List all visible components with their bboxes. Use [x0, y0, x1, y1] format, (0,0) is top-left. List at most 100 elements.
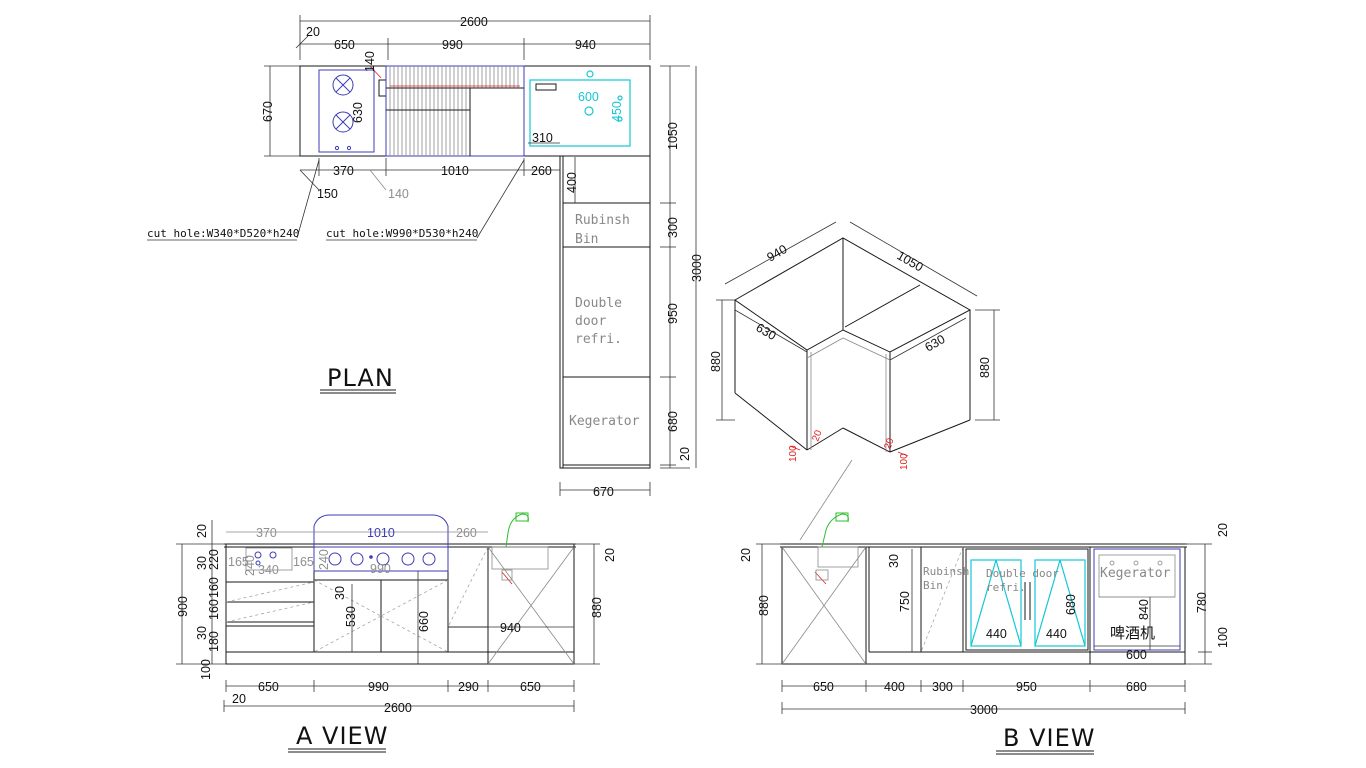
b-rubbish-label-2: Bin	[923, 579, 943, 592]
cut-hole-1: cut hole:W340*D520*h240	[147, 227, 299, 240]
a-top-370: 370	[256, 526, 277, 540]
fridge-label-2: door	[575, 314, 606, 329]
b-dim-750: 750	[898, 591, 912, 612]
b-bottom-650: 650	[813, 680, 834, 694]
plan-dim-370: 370	[333, 164, 354, 178]
b-kegerator-label: Kegerator	[1100, 566, 1171, 581]
cut-hole-2: cut hole:W990*D530*h240	[326, 227, 478, 240]
a-dim-30: 30	[195, 556, 209, 570]
plan-dim-940: 940	[575, 38, 596, 52]
a-bottom-2600: 2600	[384, 701, 412, 715]
b-dim-30: 30	[887, 554, 901, 568]
a-dim-30c: 30	[333, 586, 347, 600]
a-dim-30b: 30	[195, 626, 209, 640]
isometric-view: 940 1050 630 630 880 880 100 20 20 100	[709, 221, 1000, 541]
right-dim-950: 950	[666, 303, 680, 324]
b-bottom-3000: 3000	[970, 703, 998, 717]
a-view-title: A VIEW	[296, 722, 388, 750]
b-view: Rubinsh Bin Double door refri. Kegerator…	[739, 512, 1230, 755]
a-dim-100: 100	[199, 659, 213, 680]
a-dim-160a: 160	[207, 577, 221, 598]
b-dim-20-left: 20	[739, 548, 753, 562]
iso-red-100a: 100	[788, 445, 799, 462]
plan-dim-150: 150	[317, 187, 338, 201]
plan-dim-20: 20	[306, 25, 320, 39]
a-dim-990: 990	[370, 562, 391, 576]
b-dim-100: 100	[1216, 627, 1230, 648]
b-bottom-300: 300	[932, 680, 953, 694]
b-rubbish-label-1: Rubinsh	[923, 565, 969, 578]
rubbish-bin-label-2: Bin	[575, 232, 598, 247]
b-dim-20-right: 20	[1216, 523, 1230, 537]
b-bottom-680: 680	[1126, 680, 1147, 694]
b-dim-840: 840	[1137, 599, 1151, 620]
a-top-260: 260	[456, 526, 477, 540]
b-fridge-label-2: refri.	[986, 581, 1026, 594]
fridge-label-1: Double	[575, 296, 622, 311]
iso-red-20a: 20	[810, 428, 824, 443]
a-dim-240a: 240	[243, 555, 257, 576]
a-bottom-290: 290	[458, 680, 479, 694]
plan-dim-1010: 1010	[441, 164, 469, 178]
plan-view: 2600 20 650 990 940 670 630 140	[147, 15, 704, 499]
fridge-label-3: refri.	[575, 332, 622, 347]
a-dim-180: 180	[207, 631, 221, 652]
a-bottom-650b: 650	[520, 680, 541, 694]
plan-dim-2600: 2600	[460, 15, 488, 29]
plan-dim-630: 630	[351, 102, 365, 123]
a-view: 370 1010 260 900 20 30 220 160 160 30 18…	[176, 512, 617, 753]
b-bottom-950: 950	[1016, 680, 1037, 694]
a-dim-340: 340	[258, 563, 279, 577]
b-dim-880: 880	[757, 595, 771, 616]
b-dim-600: 600	[1126, 648, 1147, 662]
plan-dim-260: 260	[531, 164, 552, 178]
plan-dim-140: 140	[363, 51, 377, 72]
rubbish-bin-label-1: Rubinsh	[575, 213, 630, 228]
sink-dim-450: 450	[610, 101, 624, 122]
b-bottom-400: 400	[884, 680, 905, 694]
b-dim-680: 680	[1064, 594, 1078, 615]
a-dim-20-top: 20	[195, 524, 209, 538]
a-dim-165b: 165	[293, 555, 314, 569]
a-dim-940: 940	[500, 621, 521, 635]
b-dim-780: 780	[1195, 592, 1209, 613]
kegerator-label: Kegerator	[569, 414, 640, 429]
iso-dim-880-left: 880	[709, 351, 723, 372]
right-dim-680: 680	[666, 411, 680, 432]
a-dim-160b: 160	[207, 599, 221, 620]
a-bottom-990: 990	[368, 680, 389, 694]
right-dim-20: 20	[678, 447, 692, 461]
a-dim-220: 220	[207, 549, 221, 570]
plan-dim-990: 990	[442, 38, 463, 52]
plan-dim-650: 650	[334, 38, 355, 52]
a-dim-900: 900	[176, 596, 190, 617]
iso-red-20b: 20	[882, 436, 896, 451]
col-dim-670: 670	[593, 485, 614, 499]
b-dim-440a: 440	[986, 627, 1007, 641]
iso-red-100b: 100	[899, 453, 910, 470]
sink-dim-310: 310	[532, 131, 553, 145]
iso-dim-940: 940	[765, 242, 790, 265]
col-dim-400: 400	[565, 172, 579, 193]
a-top-1010: 1010	[367, 526, 395, 540]
b-fridge-label-1: Double door	[986, 567, 1059, 580]
a-bottom-650a: 650	[258, 680, 279, 694]
iso-dim-880-right: 880	[978, 357, 992, 378]
a-dim-660: 660	[417, 611, 431, 632]
a-dim-530: 530	[344, 606, 358, 627]
right-dim-3000: 3000	[690, 254, 704, 282]
sink-dim-600: 600	[578, 90, 599, 104]
plan-dim-670: 670	[261, 101, 275, 122]
a-bottom-20: 20	[232, 692, 246, 706]
b-view-title: B VIEW	[1003, 724, 1095, 752]
a-dim-20-right: 20	[603, 548, 617, 562]
a-dim-880: 880	[590, 597, 604, 618]
iso-dim-630-left: 630	[754, 320, 779, 343]
plan-title: PLAN	[327, 364, 394, 392]
iso-dim-630-right: 630	[923, 332, 948, 355]
plan-dim-140-grey: 140	[388, 187, 409, 201]
b-beer-label: 啤酒机	[1110, 625, 1155, 642]
right-dim-300: 300	[666, 217, 680, 238]
b-dim-440b: 440	[1046, 627, 1067, 641]
